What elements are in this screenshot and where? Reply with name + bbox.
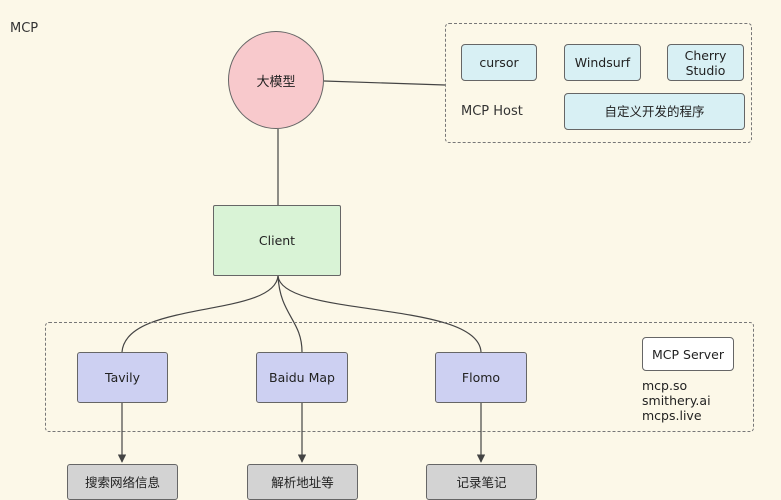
capability-note-taking: 记录笔记 [426,464,537,500]
edge-llm-to-host [323,80,446,86]
server-directory-link: smithery.ai [642,393,711,408]
host-app-custom-program: 自定义开发的程序 [564,93,745,130]
server-directory-link: mcp.so [642,378,688,393]
host-app-cursor: cursor [461,44,537,81]
edge-client-to-tavily [121,275,279,353]
llm-node: 大模型 [228,31,324,129]
server-tavily: Tavily [77,352,168,403]
server-baidu-map: Baidu Map [256,352,348,403]
client-node: Client [213,205,341,276]
capability-web-search: 搜索网络信息 [67,464,178,500]
capability-address-parsing: 解析地址等 [247,464,358,500]
server-directory-list: mcp.so smithery.ai mcps.live [642,378,711,423]
server-directory-link: mcps.live [642,408,702,423]
host-app-windsurf: Windsurf [564,44,641,81]
host-app-cherry-studio: Cherry Studio [667,44,744,81]
mcp-server-label: MCP Server [642,337,734,371]
edge-client-to-flomo [277,275,482,353]
server-flomo: Flomo [435,352,527,403]
edge-client-to-baidu-map [277,275,303,353]
mcp-host-label: MCP Host [461,104,523,119]
mcp-host-group [445,23,752,143]
diagram-title: MCP [10,21,39,36]
mcp-server-group [45,322,754,432]
